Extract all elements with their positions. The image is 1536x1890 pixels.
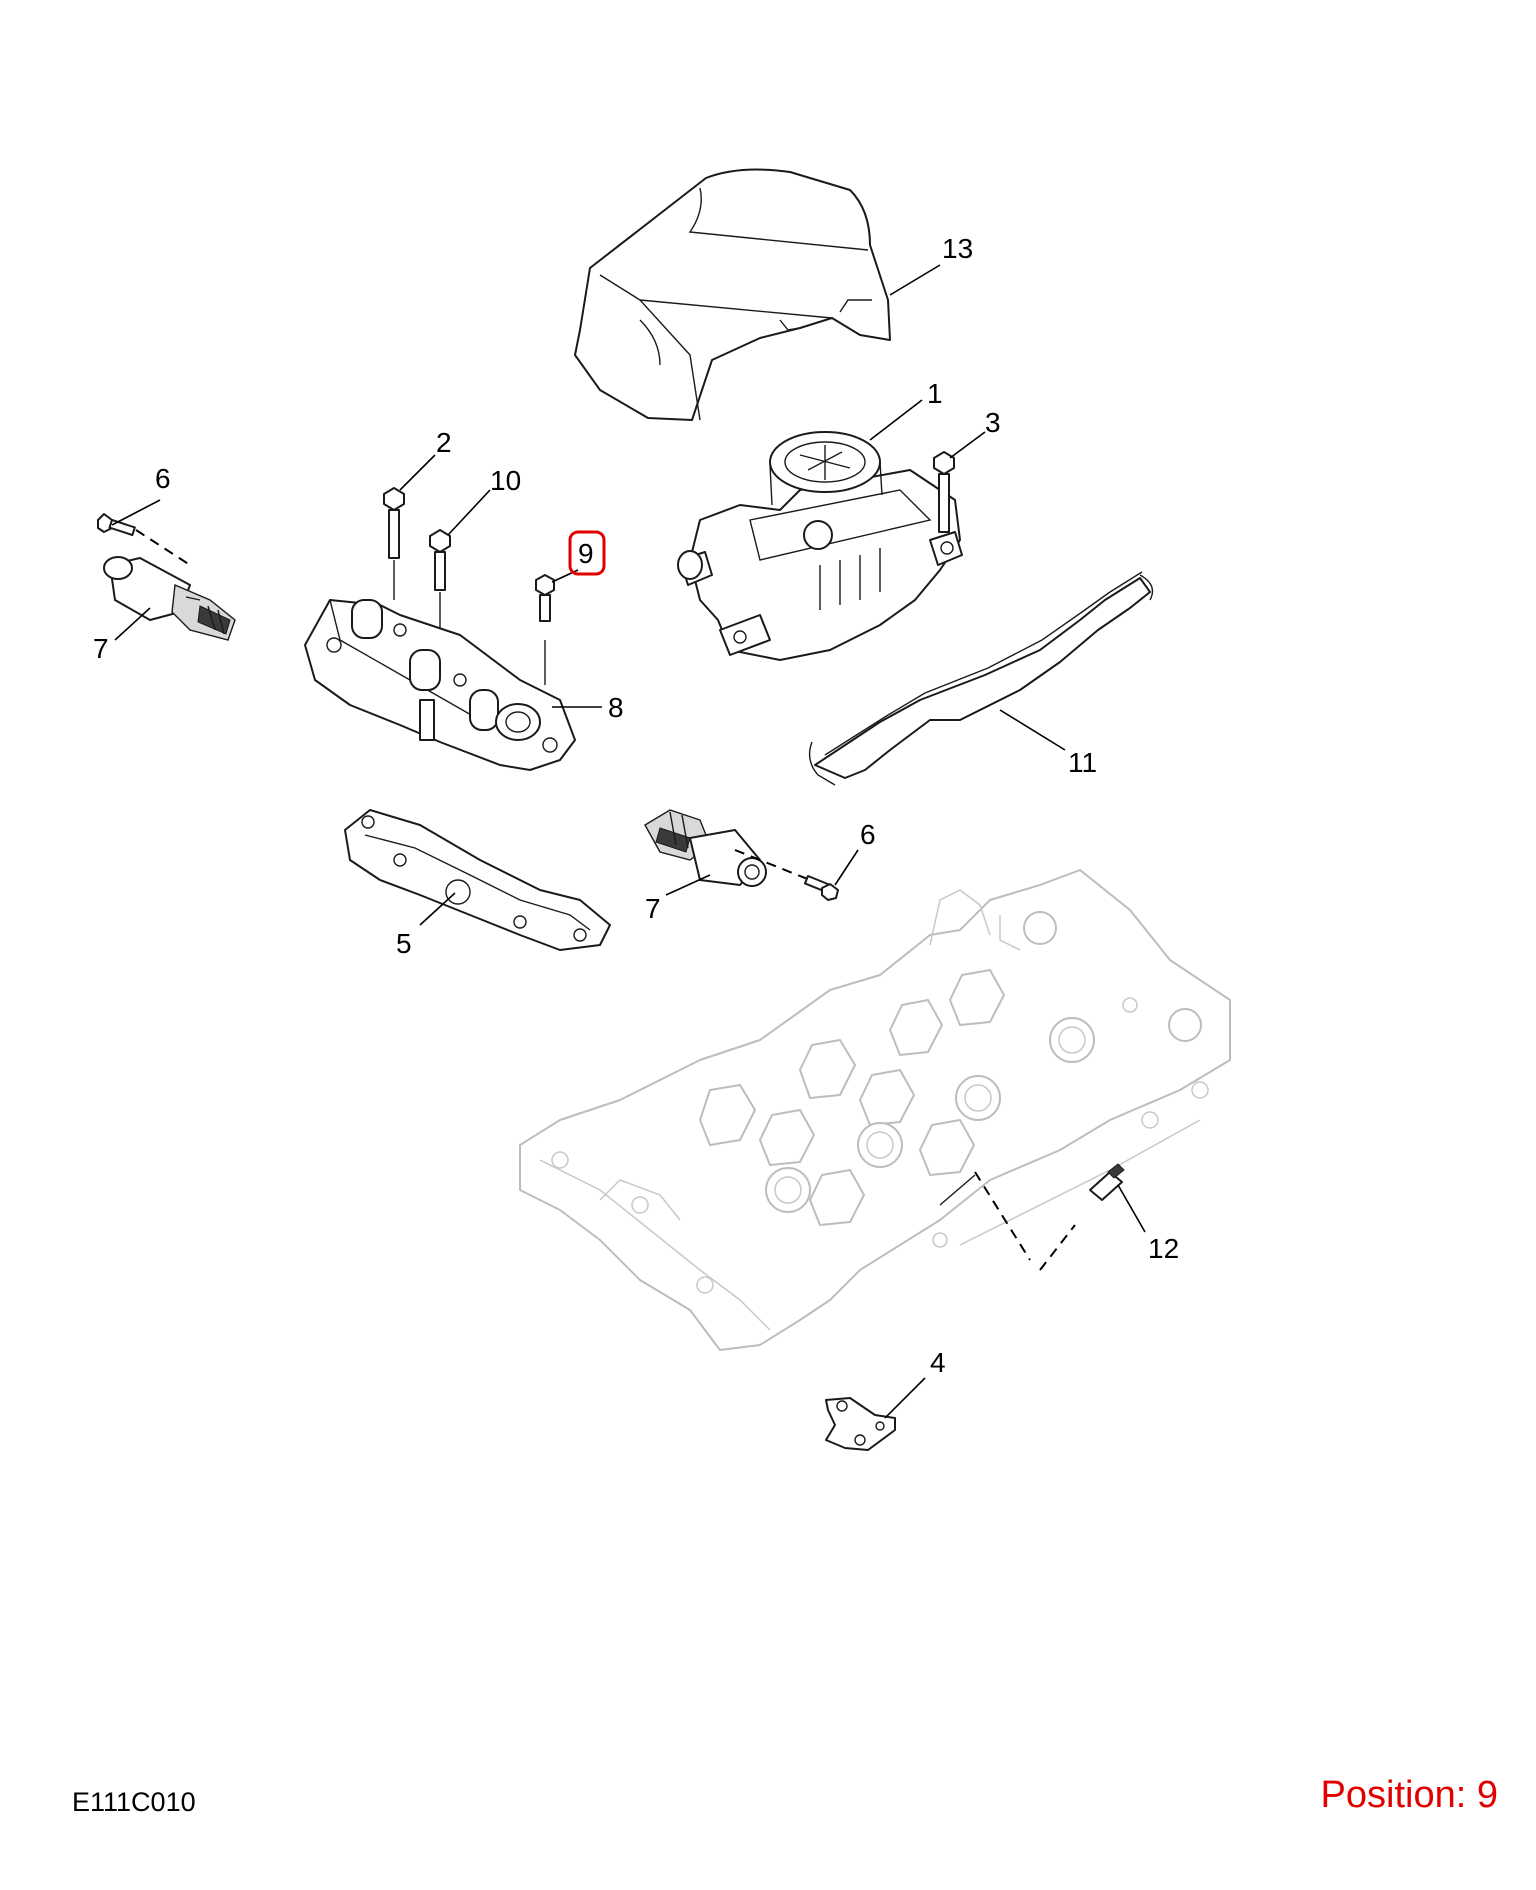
part-6-bolt-right[interactable] [734, 849, 839, 901]
drawing-code: E111C010 [72, 1787, 196, 1817]
callout-3[interactable]: 3 [985, 407, 1001, 438]
callout-12[interactable]: 12 [1148, 1233, 1179, 1264]
callout-7-right[interactable]: 7 [645, 893, 661, 924]
callout-8[interactable]: 8 [608, 692, 624, 723]
callout-4[interactable]: 4 [930, 1347, 946, 1378]
callout-7-left[interactable]: 7 [93, 633, 109, 664]
leader-5 [419, 892, 456, 926]
leader-12 [1117, 1184, 1146, 1233]
part-7-solenoid-right[interactable] [644, 809, 767, 887]
callout-6-right[interactable]: 6 [860, 819, 876, 850]
leader-10 [447, 489, 491, 536]
part-7-solenoid-left[interactable] [103, 556, 236, 641]
callout-9-highlight-box [568, 530, 606, 576]
callout-9[interactable]: 9 [578, 538, 594, 569]
callout-2[interactable]: 2 [436, 427, 452, 458]
leader-3 [949, 431, 986, 459]
part-5-gasket[interactable] [344, 809, 611, 951]
cylinder-head-ghost [519, 869, 1231, 1351]
part-9-stud-bolt[interactable] [535, 574, 555, 685]
callout-6-left[interactable]: 6 [155, 463, 171, 494]
callout-numbers: 13 1 3 2 10 9 8 6 7 11 5 6 7 12 4 [93, 233, 1179, 1378]
leader-7a [114, 607, 151, 641]
part-2-bolt[interactable] [383, 487, 405, 600]
leader-7b [665, 874, 711, 896]
leader-2 [399, 454, 436, 491]
callout-10[interactable]: 10 [490, 465, 521, 496]
callout-11[interactable]: 11 [1068, 747, 1097, 778]
part-3-bolt[interactable] [933, 451, 955, 533]
leader-1 [869, 399, 923, 441]
part-4-bracket[interactable] [825, 1397, 896, 1451]
callout-1[interactable]: 1 [927, 378, 943, 409]
leader-6b [834, 849, 859, 886]
leader-6a [111, 499, 161, 526]
leader-13 [889, 264, 941, 296]
leader-11 [999, 709, 1066, 751]
leader-lines [111, 264, 1146, 1419]
part-10-bolt[interactable] [429, 529, 451, 640]
part-11-gasket[interactable] [808, 571, 1154, 786]
part-13-engine-cover[interactable] [574, 168, 891, 421]
part-12-sensor[interactable] [939, 1163, 1125, 1271]
position-label: Position: 9 [1320, 1774, 1498, 1816]
leader-4 [884, 1377, 926, 1419]
callout-5[interactable]: 5 [396, 928, 412, 959]
callout-13[interactable]: 13 [942, 233, 973, 264]
part-8-valve-manifold[interactable] [304, 599, 576, 771]
part-1-breather-housing[interactable] [677, 431, 963, 661]
